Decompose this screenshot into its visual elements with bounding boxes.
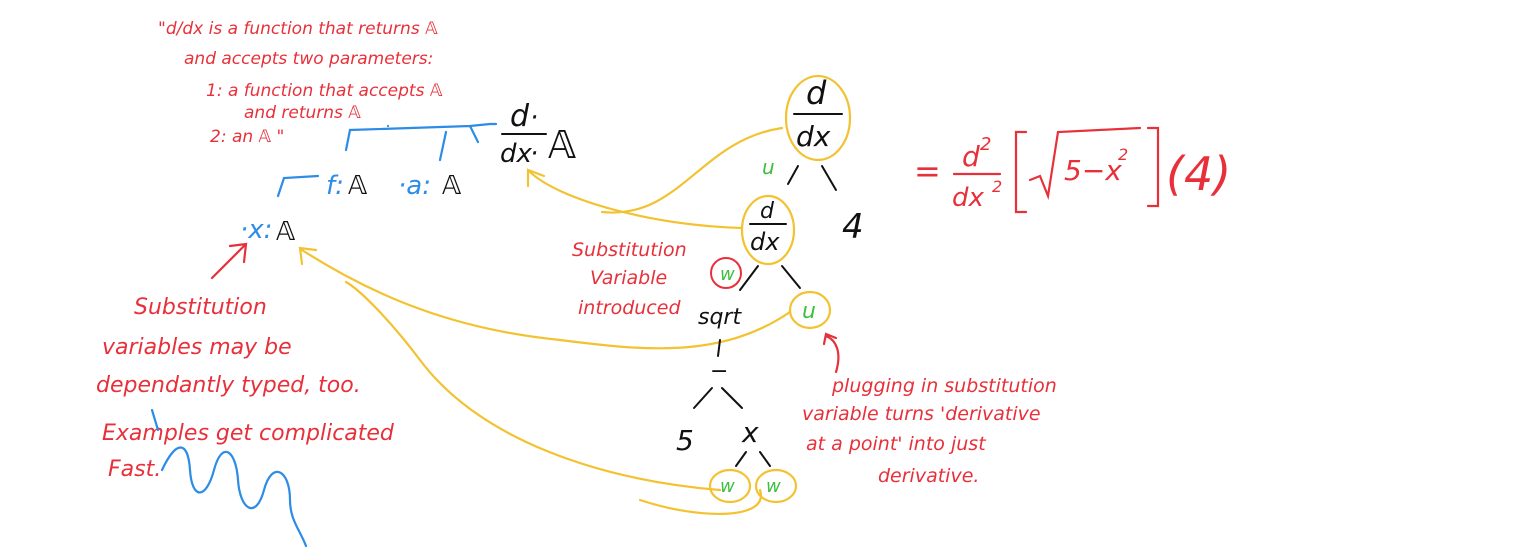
bracket-lower [276,174,320,198]
blue-scribble [150,408,308,548]
edge-root-left [787,165,799,185]
substitution-labels: u u w w w [720,155,816,497]
edge-root-right [821,165,837,191]
note-top-line4: and returns 𝔸 [244,103,361,123]
highlight-w-node-2 [754,468,798,504]
tree-sqrt: sqrt [698,305,742,330]
note-left-line1: Substitution [134,295,267,320]
bracket-upper [344,122,498,162]
edge-minus-left [693,387,713,409]
note-subst-line1: Substitution [572,239,687,261]
type-signature: d · dx · 𝔸 [500,99,576,169]
tree-inner-dx: dx [750,228,780,256]
note-top-line1: "d/dx is a function that returns 𝔸 [158,19,438,39]
arrow-to-x [210,242,248,280]
note-plug-line3: at a point' into just [806,433,987,455]
note-substitution: Substitution Variable introduced [572,239,687,319]
equation-d: d [962,140,980,173]
type-dot-top: · [530,103,538,133]
equation-bracket-right [1146,126,1160,208]
type-dx: dx [500,139,533,169]
equation: = d 2 dx 2 5−x 2 (4) [914,126,1231,214]
note-left-line2: variables may be [102,335,292,360]
label-w-leaf-1: w [720,476,735,497]
connector-u-to-x [300,248,792,350]
edge-x-left [735,451,747,467]
note-plugging: plugging in substitution variable turns … [802,375,1057,487]
edge-inner-left [739,265,759,291]
note-plug-line1: plugging in substitution [831,375,1057,397]
connector-root-to-type [600,126,784,214]
label-u-top: u [762,155,775,179]
param-f: f: [326,171,344,201]
param-a: ·a: [398,171,431,201]
param-f-type: 𝔸 [348,171,368,201]
circle-w-introduced [710,257,742,289]
param-x-type: 𝔸 [276,217,296,247]
note-top-line2: and accepts two parameters: [184,49,433,69]
note-top-line3: 1: a function that accepts 𝔸 [206,81,443,101]
equation-radicand: 5−x [1064,154,1122,187]
highlight-u-node [788,290,832,330]
type-dot-bottom: · [530,139,538,169]
label-w-circled: w [720,264,735,285]
note-top-line5: 2: an 𝔸 " [210,127,284,147]
tree-root-dx: dx [796,120,831,153]
highlight-w-node-1 [708,468,752,504]
note-subst-line2: Variable [590,267,667,289]
tree-four: 4 [842,207,864,247]
equation-bracket-left [1014,130,1028,214]
equation-d-sup: 2 [980,134,991,155]
equation-argument: (4) [1166,147,1231,201]
equation-sqrt-sign [1028,126,1142,201]
tree-x: x [741,416,759,449]
type-params: f: ·a: ·x: [240,171,431,245]
connector-w-to-x [344,280,763,516]
tree-inner-d: d [760,199,775,224]
arrow-to-u [822,332,840,374]
edge-sqrt [717,339,721,357]
label-u-node: u [802,299,816,324]
highlight-inner-derivative [740,194,796,266]
equation-radicand-sup: 2 [1118,145,1128,164]
note-top: "d/dx is a function that returns 𝔸 and a… [158,19,443,147]
tree-five: 5 [676,424,694,457]
highlight-root-derivative [784,74,852,162]
equation-equals: = [914,152,941,190]
expression-tree: d dx 4 d dx sqrt − 5 x [676,74,864,467]
note-left-line4: Examples get complicated [102,421,395,446]
edge-x-right [759,451,771,467]
connector-inner-to-type [528,170,744,230]
note-left-line3: dependantly typed, too. [96,373,361,398]
arrowhead-x [298,246,318,266]
type-A-main: 𝔸 [548,123,576,167]
param-x: ·x: [240,215,272,245]
note-left-line5: Fast. [108,457,161,482]
note-subst-line3: introduced [578,297,681,319]
type-d: d [510,99,530,134]
edge-inner-right [781,265,801,289]
arrowhead-type [526,168,546,188]
label-w-leaf-2: w [766,476,781,497]
equation-dx: dx [952,183,985,213]
equation-dx-sup: 2 [992,177,1002,196]
tree-root-d: d [806,74,827,112]
tree-minus: − [710,359,728,384]
edge-minus-right [721,387,743,409]
param-a-type: 𝔸 [442,171,462,201]
type-params-A: 𝔸 𝔸 𝔸 [276,171,462,247]
note-left: Substitution variables may be dependantl… [96,295,395,482]
note-plug-line2: variable turns 'derivative [802,403,1041,425]
note-plug-line4: derivative. [878,465,979,487]
